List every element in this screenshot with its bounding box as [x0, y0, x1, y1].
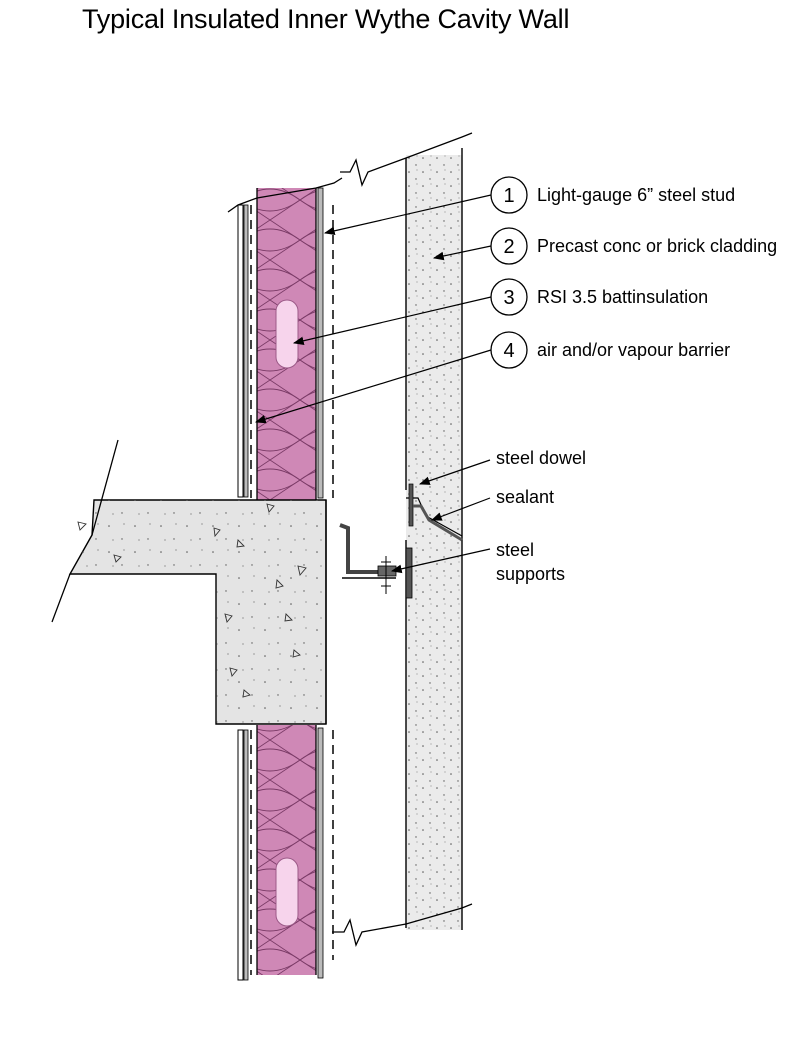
callout-label: RSI 3.5 battinsulation	[537, 287, 708, 307]
callout-label: Precast conc or brick cladding	[537, 236, 777, 256]
callout-number: 2	[503, 236, 514, 258]
stud-wall-lower	[237, 725, 334, 981]
steel-angle-support	[339, 523, 413, 599]
callout-label: Light-gauge 6” steel stud	[537, 185, 735, 205]
steel-dowel	[408, 483, 463, 542]
floor-slab	[51, 439, 327, 725]
callout-number: 4	[503, 340, 514, 362]
diagram-title: Typical Insulated Inner Wythe Cavity Wal…	[82, 4, 570, 34]
note-sealant: sealant	[496, 487, 554, 507]
cladding-panel	[332, 132, 473, 947]
note-steel-dowel: steel dowel	[496, 448, 586, 468]
callout-4: 4 air and/or vapour barrier	[490, 331, 730, 369]
callout-1: 1 Light-gauge 6” steel stud	[490, 176, 735, 214]
note-steel-supports-line2: supports	[496, 564, 565, 584]
callout-number: 3	[503, 287, 514, 309]
stud-wall-upper	[227, 177, 343, 500]
callout-2: 2 Precast conc or brick cladding	[490, 227, 777, 265]
callout-label: air and/or vapour barrier	[537, 340, 730, 360]
leader-lines	[254, 194, 492, 574]
callout-3: 3 RSI 3.5 battinsulation	[490, 278, 708, 316]
note-steel-supports-line1: steel	[496, 540, 534, 560]
callout-number: 1	[503, 185, 514, 207]
